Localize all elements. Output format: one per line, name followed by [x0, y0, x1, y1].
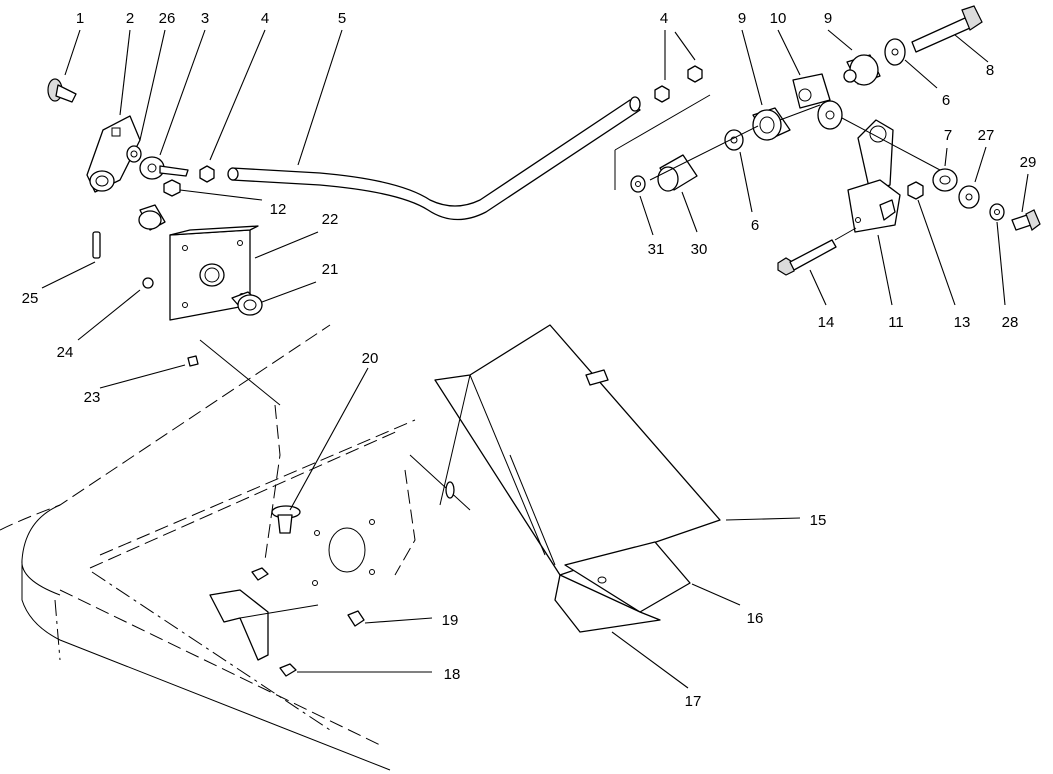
- bolt-1: [47, 78, 77, 103]
- nut-18: [279, 663, 297, 677]
- callout-6-lower: 6: [751, 217, 759, 234]
- callout-13: 13: [954, 314, 971, 331]
- callout-23: 23: [84, 389, 101, 406]
- bracket-10: [792, 73, 843, 130]
- nut-23: [187, 355, 199, 367]
- washer-6-upper: [884, 38, 906, 66]
- callout-6-upper: 6: [942, 92, 950, 109]
- bushing-9-lower: [752, 107, 791, 141]
- spacer-30: [657, 154, 698, 192]
- callout-7: 7: [944, 127, 952, 144]
- callout-28: 28: [1002, 314, 1019, 331]
- bolt-29: [1011, 209, 1041, 231]
- callout-10: 10: [770, 10, 787, 27]
- callout-3: 3: [201, 10, 209, 27]
- callout-5: 5: [338, 10, 346, 27]
- assembly-center-lines: [649, 104, 941, 241]
- nut-20-lower: [251, 567, 269, 581]
- callout-12: 12: [270, 201, 287, 218]
- deflector-15: [434, 324, 721, 576]
- spacer-7: [932, 168, 958, 192]
- callout-18: 18: [444, 666, 461, 683]
- nut-4-left: [199, 165, 215, 183]
- nut-13: [907, 181, 924, 200]
- bushing-lower: [138, 204, 166, 231]
- callout-9-right: 9: [824, 10, 832, 27]
- callout-29: 29: [1020, 154, 1037, 171]
- mower-deck-outline: [0, 324, 471, 771]
- callout-16: 16: [747, 610, 764, 627]
- washer-6-lower: [724, 129, 744, 151]
- callout-1: 1: [76, 10, 84, 27]
- bolt-20: [271, 505, 301, 534]
- callout-27: 27: [978, 127, 995, 144]
- callout-8: 8: [986, 62, 994, 79]
- callout-31: 31: [648, 241, 665, 258]
- hole-plate: [312, 519, 375, 586]
- callout-21: 21: [322, 261, 339, 278]
- washer-26: [126, 145, 142, 163]
- callout-labels: 1 2 26 3 4 5 4 9 10 9 8 6 7 27 29 12 22 …: [22, 10, 1037, 710]
- callout-25: 25: [22, 290, 39, 307]
- callout-17: 17: [685, 693, 702, 710]
- washer-27: [958, 185, 980, 209]
- nut-12: [163, 179, 181, 197]
- callout-22: 22: [322, 211, 339, 228]
- callout-20: 20: [362, 350, 379, 367]
- washer-31: [630, 175, 646, 193]
- callout-4-right: 4: [660, 10, 668, 27]
- callout-30: 30: [691, 241, 708, 258]
- spacer-3: [139, 156, 189, 180]
- mounting-plate-22: [169, 225, 259, 321]
- callout-14: 14: [818, 314, 835, 331]
- plate-16: [564, 541, 691, 613]
- washer-28: [989, 203, 1005, 221]
- callout-15: 15: [810, 512, 827, 529]
- nut-4-pair: [614, 65, 711, 190]
- arm-11: [847, 119, 901, 233]
- callout-9-left: 9: [738, 10, 746, 27]
- rod-5: [227, 96, 641, 221]
- bolt-8: [911, 5, 983, 53]
- callout-26: 26: [159, 10, 176, 27]
- leader-lines: [41, 29, 1029, 689]
- nut-24: [142, 277, 154, 289]
- callout-2: 2: [126, 10, 134, 27]
- pin-25: [92, 231, 101, 259]
- callout-19: 19: [442, 612, 459, 629]
- bolt-19: [347, 610, 365, 627]
- bracket-lower: [209, 589, 319, 661]
- callout-24: 24: [57, 344, 74, 361]
- callout-11: 11: [888, 314, 904, 331]
- bushing-9-upper: [843, 54, 881, 86]
- lever-arm-2: [86, 115, 141, 193]
- bushing-21: [231, 291, 263, 316]
- plate-17: [554, 574, 661, 633]
- callout-4-left: 4: [261, 10, 269, 27]
- bolt-14: [777, 239, 837, 276]
